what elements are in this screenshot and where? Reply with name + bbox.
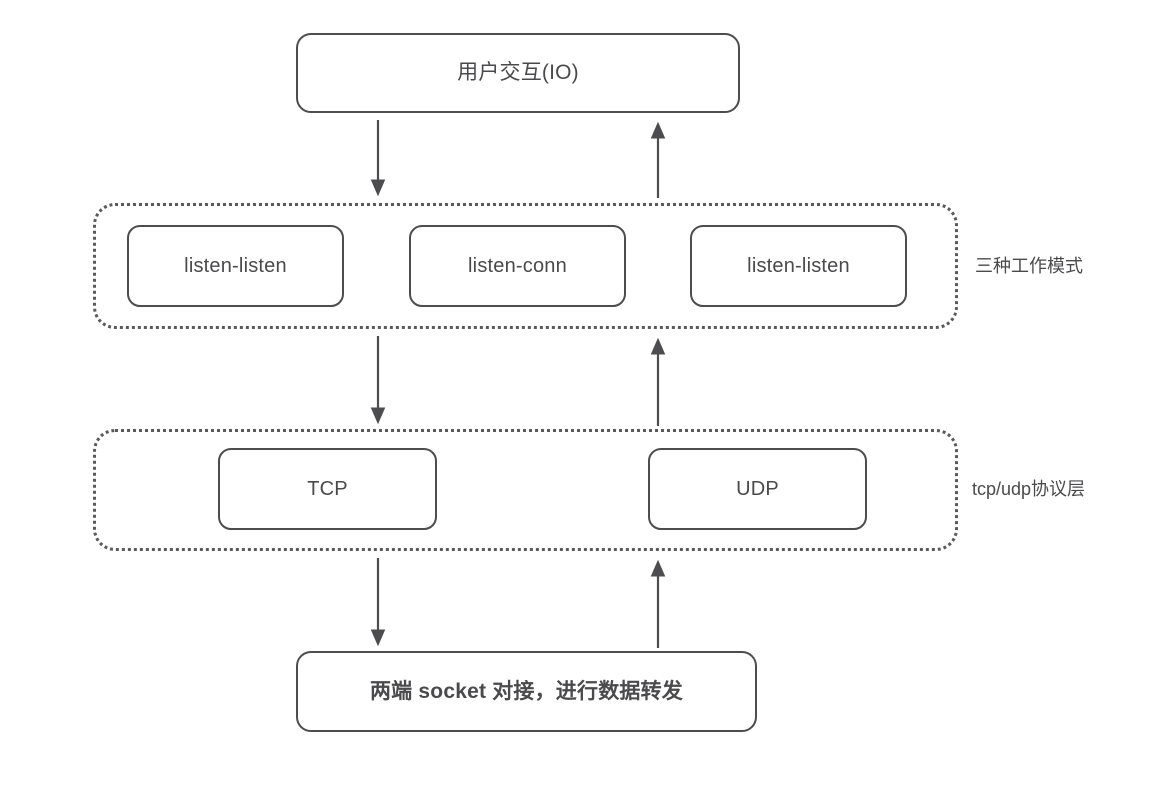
node-socket-forwarding: 两端 socket 对接，进行数据转发: [296, 651, 757, 732]
node-user-interaction-io-label: 用户交互(IO): [457, 61, 579, 85]
node-mode-listen-listen-right: listen-listen: [690, 225, 907, 307]
node-protocol-udp-label: UDP: [736, 478, 779, 500]
node-protocol-udp: UDP: [648, 448, 867, 530]
node-mode-listen-conn-label: listen-conn: [468, 255, 567, 277]
node-protocol-tcp-label: TCP: [307, 478, 348, 500]
group-protocol-layer: [93, 429, 958, 551]
arrow-modes-to-user-io: [650, 121, 666, 198]
node-mode-listen-listen-right-label: listen-listen: [747, 255, 850, 277]
arrow-socket-to-protocols: [650, 559, 666, 648]
node-mode-listen-listen-left-label: listen-listen: [184, 255, 287, 277]
side-label-working-modes: 三种工作模式: [975, 256, 1083, 276]
node-mode-listen-conn: listen-conn: [409, 225, 626, 307]
side-label-protocol-layer: tcp/udp协议层: [972, 479, 1086, 499]
arrow-modes-to-protocols: [370, 336, 386, 425]
node-protocol-tcp: TCP: [218, 448, 437, 530]
arrow-protocols-to-socket: [370, 558, 386, 647]
node-user-interaction-io: 用户交互(IO): [296, 33, 740, 113]
node-mode-listen-listen-left: listen-listen: [127, 225, 344, 307]
group-working-modes: [93, 203, 958, 329]
arrow-user-io-to-modes: [370, 120, 386, 197]
node-socket-forwarding-label: 两端 socket 对接，进行数据转发: [369, 679, 683, 703]
arrow-protocols-to-modes: [650, 337, 666, 426]
